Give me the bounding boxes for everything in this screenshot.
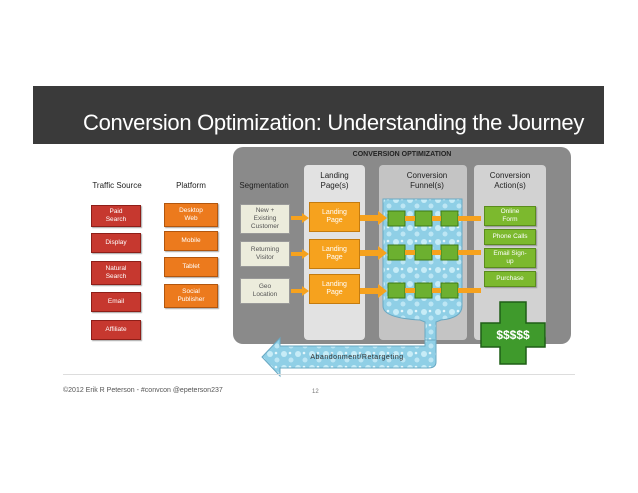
conversion-optimization-header: CONVERSION OPTIMIZATION [352,151,452,158]
funnel-heading-line: Conversion [406,171,448,180]
traffic-label: Search [105,216,127,223]
action-label: Form [502,216,518,223]
funnel-step-box [387,210,406,227]
action-phone-calls: Phone Calls [484,229,536,245]
title-bar [33,86,604,144]
traffic-affiliate: Affiliate [91,320,141,340]
funnel-connector [458,288,481,293]
funnel-connector [432,288,441,293]
platform-mobile: Mobile [164,231,218,251]
funnel-step-box [414,244,433,261]
platform-label: Mobile [181,237,201,244]
platform-label: Publisher [177,296,205,303]
segment-label: Geo [258,283,272,290]
landing-label: Landing [322,246,347,253]
traffic-label: Email [107,298,125,305]
action-label: up [506,258,514,265]
footer-credit: ©2012 Erik R Peterson - #convcon @epeter… [63,387,223,394]
abandonment-label: Abandonment/Retargeting [310,354,404,361]
money-sign-shape [480,301,546,365]
funnel-step-box [440,210,459,227]
landing-label: Landing [322,281,347,288]
action-email-signup: Email Sign-up [484,248,536,268]
traffic-label: Display [105,239,127,246]
landing-label: Landing [322,209,347,216]
traffic-label: Search [105,273,127,280]
footer-divider [63,374,575,375]
segment-label: Returning [250,246,280,253]
segment-label: Location [252,291,278,298]
funnel-step-box [414,282,433,299]
traffic-label: Paid [109,208,123,215]
abandonment-arrow [261,336,437,378]
landing-label: Page [326,254,343,261]
segment-label: Customer [250,223,280,230]
funnel-step-box [387,244,406,261]
landing-label: Page [326,217,343,224]
traffic-display: Display [91,233,141,253]
funnel-connector [432,250,441,255]
landing-label: Page [326,289,343,296]
funnel-heading-line: Funnel(s) [410,181,444,190]
platform-label: Desktop [179,207,203,214]
conversion-actions-heading: Conversion Action(s) [474,171,546,191]
flow-arrow [291,249,309,259]
traffic-label: Affiliate [105,326,127,333]
action-purchase: Purchase [484,271,536,287]
action-heading-line: Action(s) [494,181,526,190]
landing-heading-line: Landing [320,171,349,180]
traffic-source-heading: Traffic Source [92,181,142,190]
flow-arrow [360,246,387,260]
flow-arrow [360,211,387,225]
platform-label: Social [182,288,200,295]
platform-label: Tablet [182,263,200,270]
funnel-connector [458,250,481,255]
funnel-step-box [440,282,459,299]
segment-label: New + [255,207,275,214]
action-label: Email Sign- [493,250,527,257]
traffic-email: Email [91,292,141,312]
landing-pages-heading: Landing Page(s) [304,171,365,191]
funnel-step-box [440,244,459,261]
traffic-label: Natural [105,265,127,272]
action-heading-line: Conversion [489,171,531,180]
action-label: Online [500,208,520,215]
funnel-connector [432,216,441,221]
funnel-connector [405,288,415,293]
funnel-step-box [387,282,406,299]
segment-label: Existing [253,215,277,222]
flow-arrow [360,284,387,298]
funnel-step-box [414,210,433,227]
slide-title: Conversion Optimization: Understanding t… [83,110,585,135]
action-label: Purchase [496,275,524,282]
funnel-connector [458,216,481,221]
segmentation-heading: Segmentation [239,181,289,190]
funnel-connector [405,250,415,255]
money-label: $$$$$ [496,328,530,342]
conversion-funnels-heading: Conversion Funnel(s) [379,171,475,191]
flow-arrow [291,213,309,223]
funnel-connector [405,216,415,221]
platform-heading: Platform [176,181,206,190]
page-number: 12 [312,389,319,395]
action-label: Phone Calls [492,233,528,240]
platform-label: Web [184,215,198,222]
flow-arrow [291,286,309,296]
landing-heading-line: Page(s) [320,181,349,190]
segment-label: Visitor [256,254,274,261]
platform-tablet: Tablet [164,257,218,277]
